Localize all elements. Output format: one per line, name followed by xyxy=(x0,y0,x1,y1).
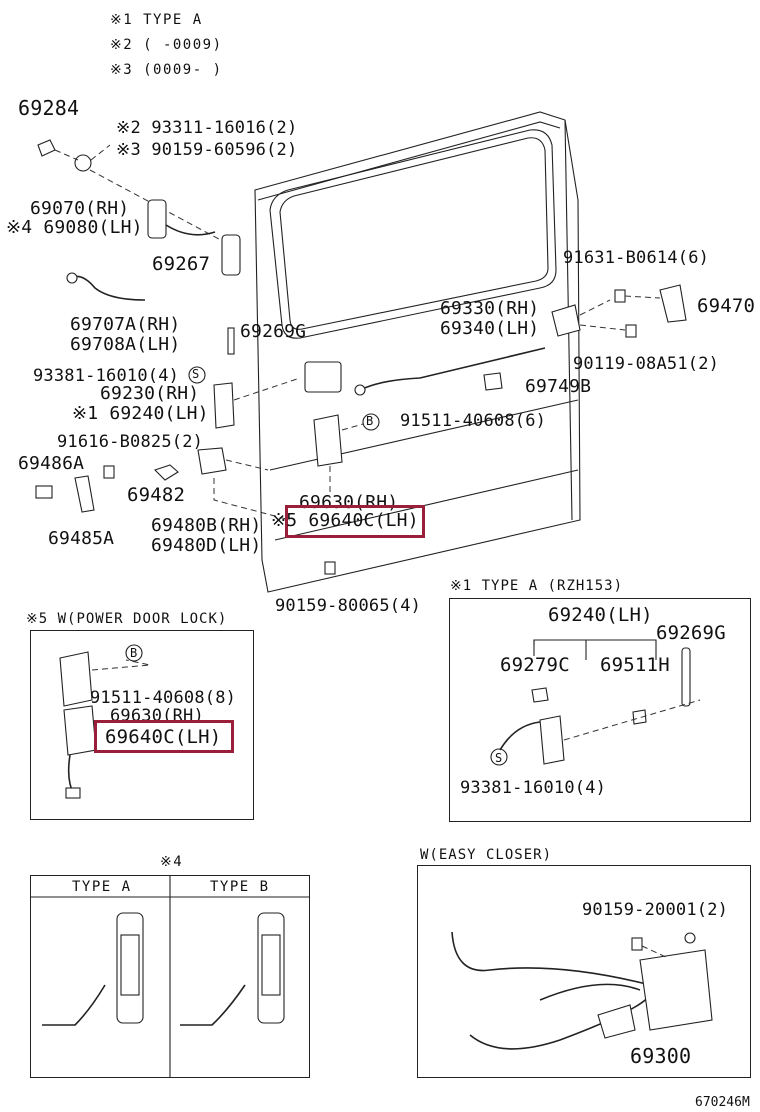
label-90159-80065[interactable]: 90159-80065(4) xyxy=(275,596,422,616)
label-69269g[interactable]: 69269G xyxy=(240,321,307,342)
label-69707[interactable]: 69707A(RH) xyxy=(70,314,181,335)
label-69482[interactable]: 69482 xyxy=(127,484,186,506)
label-91631[interactable]: 91631-B0614(6) xyxy=(563,248,710,268)
label-69480d[interactable]: 69480D(LH) xyxy=(151,535,262,556)
type-a-69511h[interactable]: 69511H xyxy=(600,654,670,676)
label-91616[interactable]: 91616-B0825(2) xyxy=(57,432,204,452)
label-69284[interactable]: 69284 xyxy=(18,96,80,120)
type-a-69279c[interactable]: 69279C xyxy=(500,654,570,676)
label-69230[interactable]: 69230(RH) xyxy=(100,383,200,404)
power-lock-bolt[interactable]: 91511-40608(8) xyxy=(90,688,237,708)
label-69485a[interactable]: 69485A xyxy=(48,528,115,549)
label-69486a[interactable]: 69486A xyxy=(18,453,85,474)
legend-note3: ※3 (0009- ) xyxy=(110,62,223,78)
mark-s: S xyxy=(192,367,200,381)
type-a-69269g[interactable]: 69269G xyxy=(656,622,726,644)
easy-closer-bolt[interactable]: 90159-20001(2) xyxy=(582,900,729,920)
type-a-69240[interactable]: 69240(LH) xyxy=(548,604,653,626)
label-69330[interactable]: 69330(RH) xyxy=(440,298,540,319)
label-91511[interactable]: 91511-40608(6) xyxy=(400,411,547,431)
label-69340[interactable]: 69340(LH) xyxy=(440,318,540,339)
note4-grid xyxy=(30,875,310,1078)
label-93381[interactable]: 93381-16010(4) xyxy=(33,366,180,386)
label-69480b[interactable]: 69480B(RH) xyxy=(151,515,262,536)
power-lock-box xyxy=(30,630,254,820)
label-69240[interactable]: ※1 69240(LH) xyxy=(72,403,209,424)
easy-closer-art xyxy=(451,931,713,1050)
easy-closer-title: W(EASY CLOSER) xyxy=(420,847,553,863)
mark-b: B xyxy=(366,414,374,428)
power-lock-mark: B xyxy=(130,646,138,660)
type-a-title: ※1 TYPE A (RZH153) xyxy=(450,578,624,594)
label-69708[interactable]: 69708A(LH) xyxy=(70,334,181,355)
highlight-69640c xyxy=(285,505,425,538)
part-glyphs xyxy=(35,139,301,521)
type-a-box xyxy=(449,598,751,822)
door-parts xyxy=(313,284,687,575)
label-69470[interactable]: 69470 xyxy=(697,295,756,317)
power-lock-title: ※5 W(POWER DOOR LOCK) xyxy=(26,611,228,627)
note4-type-a: TYPE A xyxy=(72,879,132,895)
power-lock-lh[interactable]: 69640C(LH) xyxy=(105,726,222,748)
type-a-art xyxy=(490,639,701,766)
highlight-power-lock-lh xyxy=(94,720,234,753)
note4-type-b: TYPE B xyxy=(210,879,270,895)
type-a-mark: S xyxy=(495,751,503,765)
note4-art xyxy=(42,912,285,1026)
label-69749b[interactable]: 69749B xyxy=(525,376,592,397)
note4-box xyxy=(30,875,310,1078)
label-69070[interactable]: 69070(RH) xyxy=(30,198,130,219)
label-90159-60596[interactable]: ※3 90159-60596(2) xyxy=(116,140,298,160)
easy-closer-69300[interactable]: 69300 xyxy=(630,1044,692,1068)
footer-code: 670246M xyxy=(695,1095,750,1110)
type-a-93381[interactable]: 93381-16010(4) xyxy=(460,778,607,798)
easy-closer-box xyxy=(417,865,751,1078)
label-69640c[interactable]: ※5 69640C(LH) xyxy=(271,510,419,531)
power-lock-art xyxy=(59,644,151,799)
label-93311[interactable]: ※2 93311-16016(2) xyxy=(116,118,298,138)
legend-note2: ※2 ( -0009) xyxy=(110,37,223,53)
label-69267[interactable]: 69267 xyxy=(152,253,211,275)
legend-note1: ※1 TYPE A xyxy=(110,12,203,28)
label-90119[interactable]: 90119-08A51(2) xyxy=(573,354,720,374)
note4-mark: ※4 xyxy=(160,854,184,870)
label-69080[interactable]: ※4 69080(LH) xyxy=(6,217,143,238)
